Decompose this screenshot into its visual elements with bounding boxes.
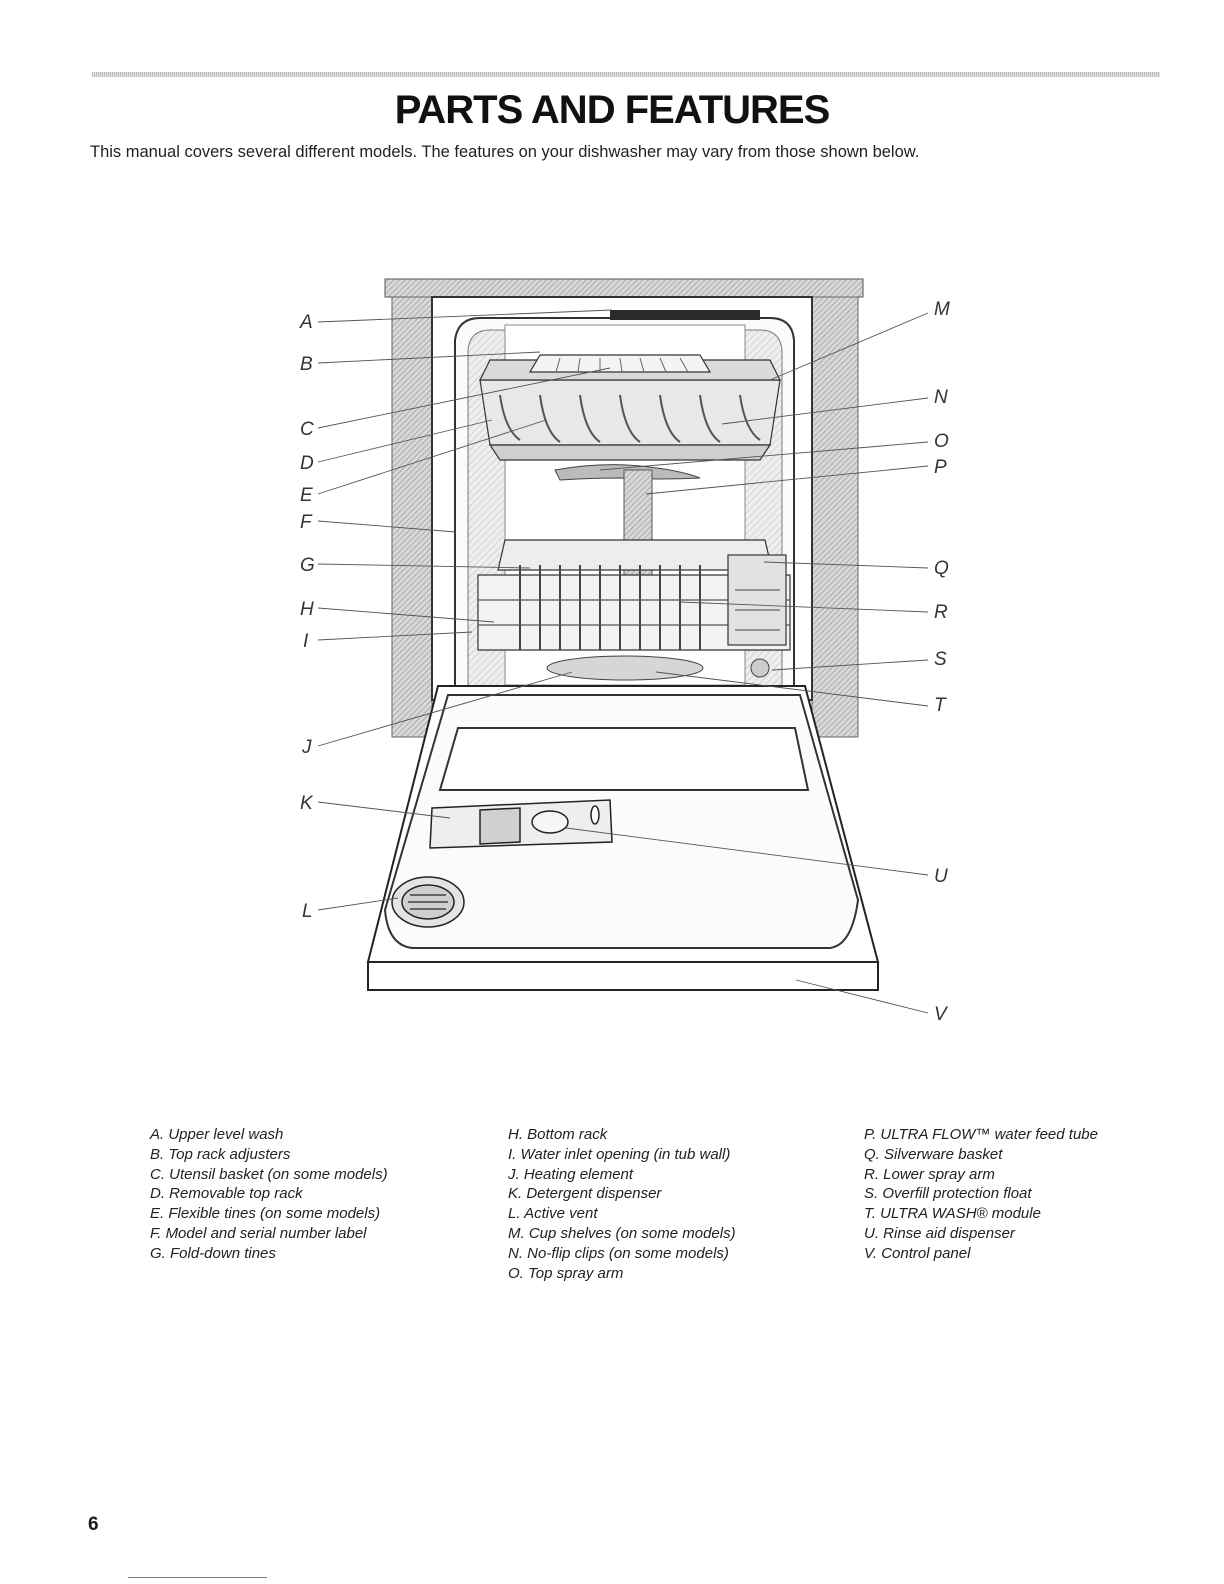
leader-lines (317, 309, 929, 1014)
active-vent (391, 876, 465, 928)
cabinet-right (811, 296, 859, 738)
detergent-dispenser (429, 799, 613, 849)
overfill-float (750, 658, 770, 678)
callout-m: M (934, 299, 950, 320)
legend-column-2: H. Bottom rack I. Water inlet opening (i… (508, 1125, 736, 1283)
legend-item: T. ULTRA WASH® module (864, 1205, 1041, 1223)
callout-r: R (934, 602, 948, 623)
legend-item: V. Control panel (864, 1244, 971, 1262)
callout-d: D (300, 453, 314, 474)
callout-l: L (302, 901, 313, 922)
callout-b: B (300, 354, 313, 375)
legend-item: B. Top rack adjusters (150, 1145, 291, 1163)
callout-v: V (934, 1004, 949, 1025)
intro-text: This manual covers several different mod… (90, 143, 920, 161)
legend-item: J. Heating element (508, 1165, 634, 1183)
legend-column-1: A. Upper level wash B. Top rack adjuster… (150, 1125, 388, 1264)
callout-i: I (303, 631, 309, 652)
callout-j: J (301, 737, 312, 758)
legend-item: C. Utensil basket (on some models) (150, 1165, 388, 1183)
callout-letters: A B C D E F G H I J K L M N O P Q R S T … (299, 299, 950, 1025)
legend-item: E. Flexible tines (on some models) (150, 1205, 381, 1223)
callout-c: C (300, 419, 314, 440)
legend-item: D. Removable top rack (150, 1185, 303, 1203)
legend-item: Q. Silverware basket (864, 1145, 1003, 1163)
legend-item: N. No-flip clips (on some models) (508, 1244, 729, 1262)
callout-f: F (300, 512, 313, 533)
legend-item: O. Top spray arm (508, 1264, 624, 1282)
callout-k: K (300, 793, 314, 814)
legend-item: K. Detergent dispenser (508, 1185, 662, 1203)
top-rule (92, 72, 1160, 77)
legend-item: L. Active vent (508, 1205, 598, 1223)
callout-o: O (934, 431, 949, 452)
cabinet-left (391, 296, 433, 738)
upper-level-wash (610, 310, 760, 320)
legend-item: R. Lower spray arm (864, 1165, 995, 1183)
page-title: PARTS AND FEATURES (394, 88, 831, 132)
callout-t: T (934, 695, 947, 716)
bottom-rack (477, 539, 791, 651)
callout-n: N (934, 387, 948, 408)
legend-item: H. Bottom rack (508, 1126, 608, 1143)
legend-item: G. Fold-down tines (150, 1244, 276, 1262)
legend-item: U. Rinse aid dispenser (864, 1224, 1015, 1242)
callout-q: Q (934, 558, 949, 579)
dishwasher-diagram: A B C D E F G H I J K L M N O P Q R S T … (299, 278, 950, 1025)
legend-column-3: P. ULTRA FLOW™ water feed tube Q. Silver… (864, 1125, 1098, 1264)
control-panel (367, 961, 879, 991)
callout-s: S (934, 649, 947, 670)
legend-item: M. Cup shelves (on some models) (508, 1224, 736, 1242)
top-rack (479, 354, 781, 461)
silverware-basket (727, 554, 787, 646)
countertop (384, 278, 864, 298)
ultra-wash-module (546, 655, 704, 681)
callout-u: U (934, 866, 948, 887)
callout-p: P (934, 457, 947, 478)
legend-item: S. Overfill protection float (864, 1185, 1032, 1203)
legend-item: A. Upper level wash (150, 1126, 284, 1143)
legend-item: F. Model and serial number label (150, 1224, 367, 1242)
callout-g: G (300, 555, 315, 576)
callout-a: A (299, 312, 313, 333)
callout-h: H (300, 599, 314, 620)
door (366, 685, 880, 991)
footer-link-underline (128, 1577, 267, 1578)
legend-item: I. Water inlet opening (in tub wall) (508, 1145, 731, 1163)
callout-e: E (300, 485, 313, 506)
legend-item: P. ULTRA FLOW™ water feed tube (864, 1126, 1098, 1143)
page-number: 6 (88, 1514, 99, 1535)
